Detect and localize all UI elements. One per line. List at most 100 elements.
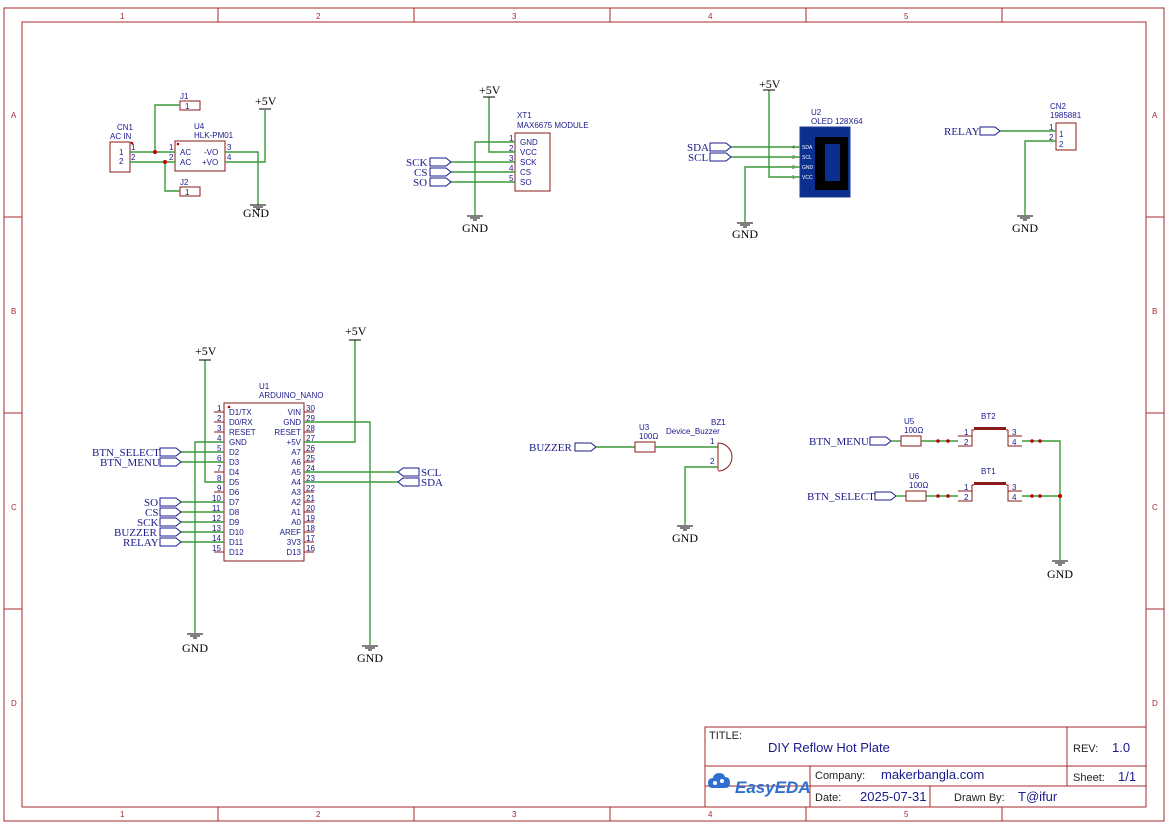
net-relay: RELAY — [944, 126, 980, 138]
net-btn-select: BTN_SELECT — [92, 447, 160, 459]
u1-right-pinnum: 26 — [306, 444, 315, 453]
u4-ref: U4 — [194, 122, 205, 131]
u3-resistor — [634, 441, 656, 453]
u1-left-pin: D8 — [229, 508, 240, 517]
u1-left-pinnum: 13 — [212, 524, 221, 533]
cn2-pinnum: 1 — [1049, 123, 1054, 132]
col-label: 2 — [316, 810, 321, 819]
u1-left-pinnum: 1 — [217, 404, 222, 413]
xt1-pinnum: 3 — [509, 154, 514, 163]
xt1-pin: CS — [520, 168, 531, 177]
u2-pinnum: 2 — [792, 165, 795, 171]
u1-left-pin: GND — [229, 438, 247, 447]
title-block: TITLE: DIY Reflow Hot Plate REV: 1.0 Com… — [704, 726, 1147, 808]
j1-pin: 1 — [185, 102, 190, 111]
j1-ref: J1 — [180, 92, 189, 101]
xt1-pin: SO — [520, 178, 532, 187]
buzzer-block: BUZZER U3 100Ω BZ1 Device_Buzzer 1 2 GND — [529, 418, 733, 545]
cn1-connector — [109, 141, 131, 173]
cn2-value: 1985881 — [1050, 111, 1082, 120]
u1-right-pin: +5V — [287, 438, 302, 447]
power-supply-block: CN1 AC IN 1 2 1 2 J1 1 J2 1 U4 HLK-PM01 … — [109, 92, 277, 220]
u1-right-pin: A7 — [291, 448, 301, 457]
vcc-label: +5V — [479, 83, 501, 97]
u1-left-pin: D7 — [229, 498, 240, 507]
bz1-ref: BZ1 — [711, 418, 726, 427]
gnd-symbol — [737, 222, 753, 228]
u1-left-pinnum: 5 — [217, 444, 222, 453]
relay-block: CN2 1985881 1 2 1 2 GND RELAY — [944, 102, 1082, 235]
net-buzzer: BUZZER — [529, 442, 572, 454]
bz1-value: Device_Buzzer — [666, 427, 720, 436]
vcc-label: +5V — [759, 77, 781, 91]
drawn-label: Drawn By: — [954, 792, 1005, 804]
cn1-value: AC IN — [110, 132, 132, 141]
u1-left-pinnum: 9 — [217, 484, 222, 493]
u6-ref: U6 — [909, 472, 920, 481]
u4-pinnum: 3 — [227, 143, 232, 152]
u1-left-pinnum: 7 — [217, 464, 222, 473]
company-value: makerbangla.com — [881, 767, 984, 782]
net-sda: SDA — [687, 142, 709, 154]
u1-right-pinnum: 16 — [306, 544, 315, 553]
u1-left-pin: D5 — [229, 478, 240, 487]
xt1-pin: SCK — [520, 158, 537, 167]
outer-frame — [3, 7, 1165, 822]
logo-text: EasyEDA — [735, 778, 811, 797]
rev-value: 1.0 — [1112, 740, 1130, 755]
cn1-pinnum: 2 — [131, 153, 136, 162]
vcc-label: +5V — [195, 344, 217, 358]
cn2-pin: 2 — [1059, 140, 1064, 149]
col-label: 5 — [904, 12, 909, 21]
u1-right-pinnum: 18 — [306, 524, 315, 533]
u4-pin: AC — [180, 148, 191, 157]
u1-right-pin: AREF — [280, 528, 301, 537]
company-label: Company: — [815, 770, 865, 782]
xt1-pin: GND — [520, 138, 538, 147]
u4-pinnum: 2 — [169, 153, 174, 162]
oled-block: U2 OLED 128X64 SDA SCL GND VCC 4 3 2 1 +… — [687, 77, 863, 241]
bt2-pin: 2 — [964, 438, 969, 447]
j2-connector — [179, 186, 201, 197]
cn2-pin: 1 — [1059, 130, 1064, 139]
u4-pinnum: 4 — [227, 153, 232, 162]
u1-left-pinnum: 15 — [212, 544, 221, 553]
xt1-pinnum: 2 — [509, 144, 514, 153]
sheet-value: 1/1 — [1118, 769, 1136, 784]
sheet-label: Sheet: — [1073, 772, 1105, 784]
u5-value: 100Ω — [904, 426, 923, 435]
u1-right-pin: A1 — [291, 508, 301, 517]
bz1-pin: 2 — [710, 457, 715, 466]
easyeda-logo-icon: EasyEDA — [708, 773, 811, 797]
row-label: B — [1152, 307, 1157, 316]
bt1-pin: 1 — [964, 483, 969, 492]
row-label: D — [11, 699, 17, 708]
inner-frame — [21, 21, 1147, 808]
j2-ref: J2 — [180, 178, 189, 187]
u1-left-pinnum: 14 — [212, 534, 221, 543]
cn2-connector — [1055, 122, 1077, 151]
grid-labels: 1 2 3 4 5 1 2 3 4 5 A B C D A B C D — [11, 12, 1158, 819]
title-label: TITLE: — [709, 730, 742, 742]
net-flag — [429, 167, 452, 177]
u1-left-pin: D10 — [229, 528, 244, 537]
gnd-symbol — [467, 215, 483, 221]
grid-ticks — [4, 8, 1164, 821]
u1-right-pin: VIN — [288, 408, 302, 417]
gnd-label: GND — [182, 641, 208, 655]
u1-left-pin: D3 — [229, 458, 240, 467]
cn1-pin: 1 — [119, 148, 124, 157]
bt1-pin: 3 — [1012, 483, 1017, 492]
xt1-value: MAX6675 MODULE — [517, 121, 589, 130]
u1-right-pin: A6 — [291, 458, 301, 467]
gnd-symbol — [1052, 560, 1068, 566]
col-label: 5 — [904, 810, 909, 819]
net-scl: SCL — [688, 152, 708, 164]
u1-right-pinnum: 17 — [306, 534, 315, 543]
gnd-label: GND — [732, 227, 758, 241]
j1-connector — [179, 100, 201, 111]
u1-right-pin: A5 — [291, 468, 301, 477]
row-label: D — [1152, 699, 1158, 708]
